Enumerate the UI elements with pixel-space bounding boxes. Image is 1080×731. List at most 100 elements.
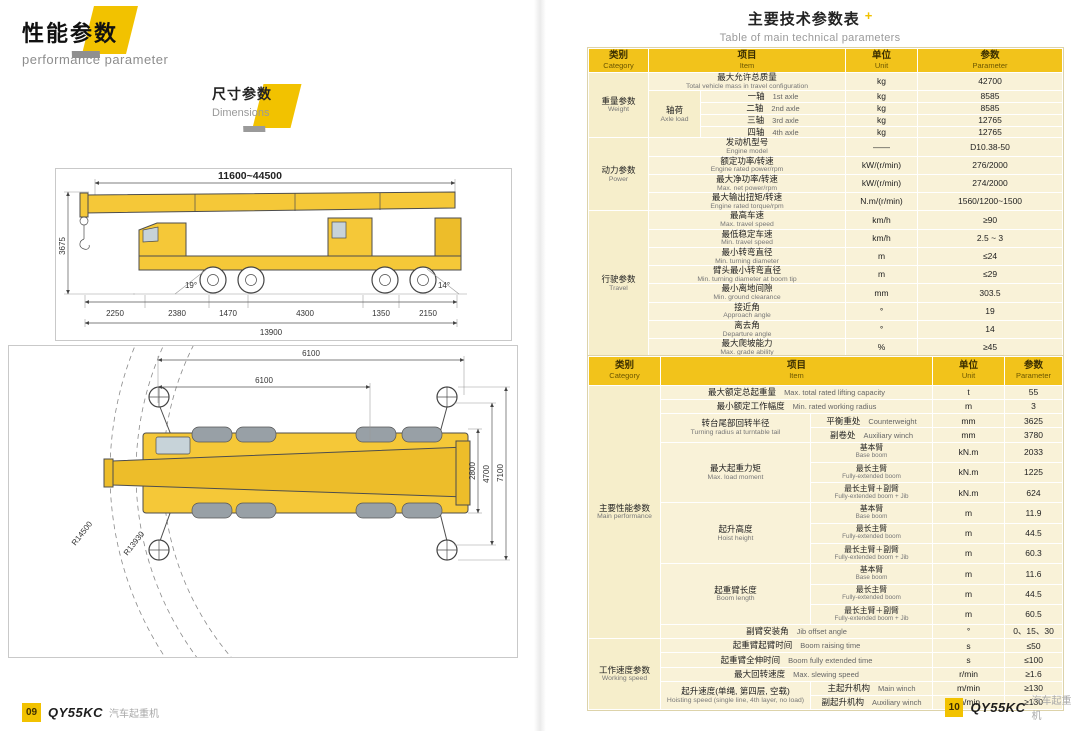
value-cell: 0、15、30 bbox=[1004, 624, 1064, 640]
value-cell: kW/(r/min) bbox=[845, 173, 919, 194]
dimensions-title: 尺寸参数 bbox=[212, 86, 272, 102]
value-cell: m bbox=[845, 246, 919, 267]
dim-segment: 2150 bbox=[419, 309, 437, 318]
value-cell: ≤24 bbox=[917, 246, 1064, 267]
boom-head bbox=[79, 192, 89, 218]
value-cell: s bbox=[932, 638, 1006, 654]
product-type: 汽车起重机 bbox=[109, 709, 160, 720]
dim-approach-angle: 19° bbox=[185, 281, 197, 290]
dim-span-outer: 6100 bbox=[302, 349, 320, 358]
model-name: QY55KC bbox=[970, 699, 1026, 715]
value-cell: ° bbox=[932, 624, 1006, 640]
value-cell: kN.m bbox=[932, 461, 1006, 484]
value-cell: 8585 bbox=[917, 90, 1064, 104]
page-number-badge: 09 bbox=[22, 703, 41, 722]
dim-boom-range: 11600~44500 bbox=[218, 170, 282, 182]
dim-segment: 2380 bbox=[168, 309, 186, 318]
value-cell: ≤100 bbox=[1004, 652, 1064, 668]
value-cell: r/min bbox=[932, 666, 1006, 682]
dim-outrigger-mid: 4700 bbox=[482, 465, 491, 483]
dim-span-inner: 6100 bbox=[255, 376, 273, 385]
table-subtitle: Table of main technical parameters bbox=[719, 32, 901, 44]
value-cell: m bbox=[932, 522, 1006, 545]
page-right: 主要技术参数表+ Table of main technical paramet… bbox=[540, 0, 1080, 731]
value-cell: 2033 bbox=[1004, 441, 1064, 463]
value-cell: 624 bbox=[1004, 482, 1064, 504]
value-cell: ° bbox=[845, 301, 919, 321]
value-cell: 8585 bbox=[917, 102, 1064, 115]
value-cell: ≥1.6 bbox=[1004, 666, 1064, 682]
plus-decoration-icon: + bbox=[864, 8, 873, 23]
page-left: 性能参数 performance parameter 尺寸参数 Dimensio… bbox=[0, 0, 540, 731]
value-cell: 276/2000 bbox=[917, 155, 1064, 175]
value-cell: m bbox=[932, 399, 1006, 415]
page-number-badge: 10 bbox=[945, 697, 964, 717]
side-view-panel: 11600~44500 3675 bbox=[55, 168, 512, 341]
value-cell: mm bbox=[932, 427, 1006, 443]
page-title: 性能参数 bbox=[22, 21, 119, 46]
value-cell: km/h bbox=[845, 210, 919, 230]
value-cell: 3780 bbox=[1004, 427, 1064, 443]
value-cell: —— bbox=[845, 137, 919, 157]
value-cell: kg bbox=[845, 90, 919, 104]
value-cell: 2.5 ~ 3 bbox=[917, 228, 1064, 248]
value-cell: kN.m bbox=[932, 482, 1006, 504]
value-cell: 14 bbox=[917, 319, 1064, 340]
dim-total-length: 13900 bbox=[260, 328, 283, 337]
model-name: QY55KC bbox=[48, 705, 104, 720]
value-cell: ≤29 bbox=[917, 265, 1064, 285]
counterweight bbox=[434, 217, 462, 257]
value-cell: ≥130 bbox=[1004, 694, 1064, 711]
value-cell: kW/(r/min) bbox=[845, 155, 919, 175]
value-cell: kN.m bbox=[932, 441, 1006, 463]
